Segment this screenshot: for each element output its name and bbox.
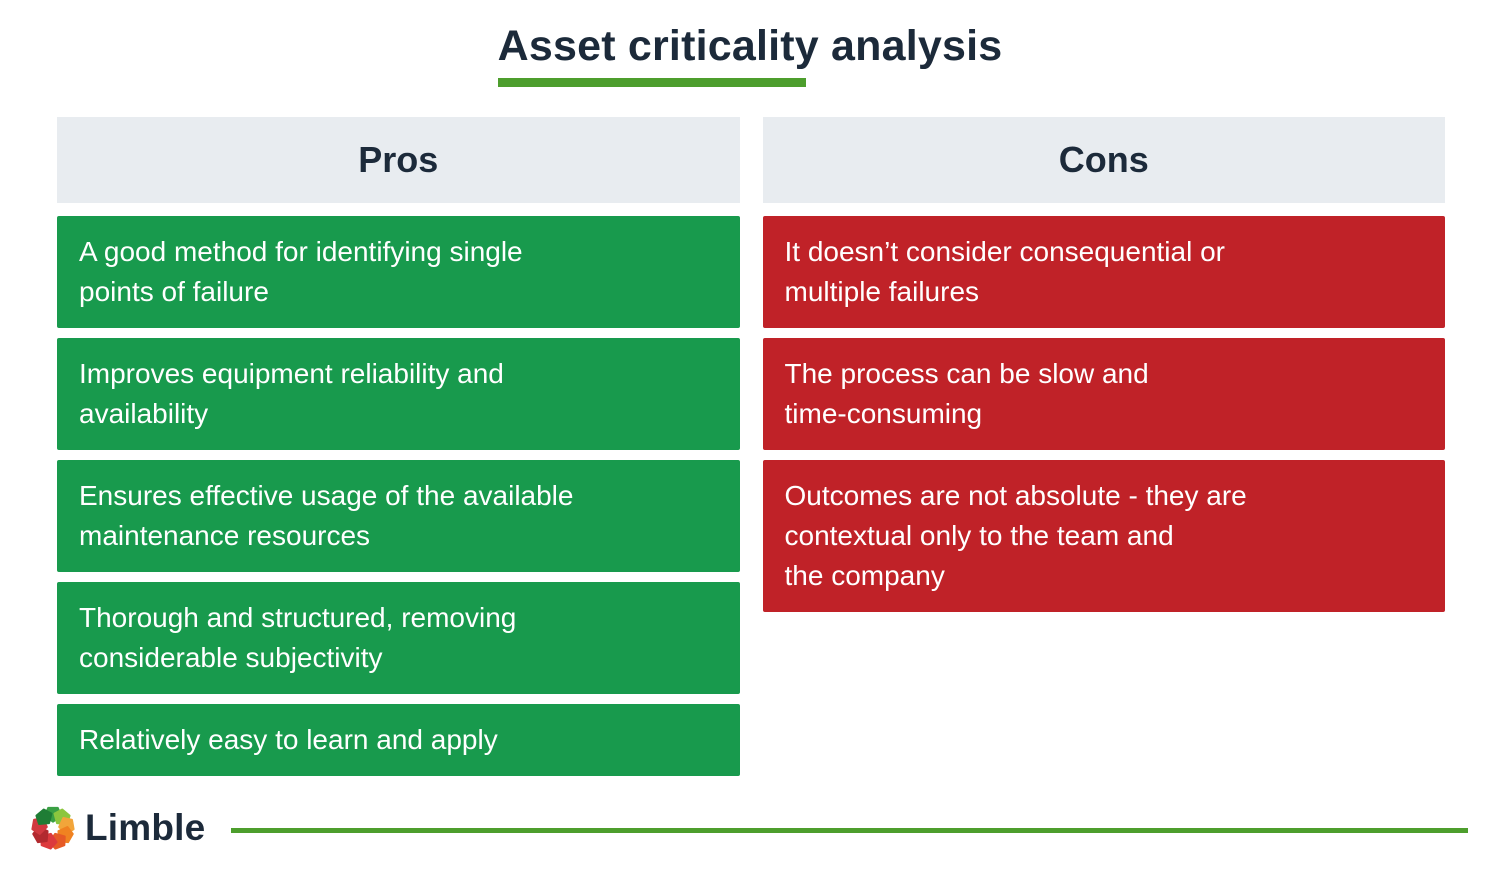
pros-item: Improves equipment reliability and avail…: [57, 338, 740, 450]
pros-column: Pros A good method for identifying singl…: [57, 117, 740, 776]
pros-header: Pros: [57, 117, 740, 203]
title-inner: Asset criticality analysis: [497, 22, 1003, 87]
pros-item: Thorough and structured, removing consid…: [57, 582, 740, 694]
pros-cons-table: Pros A good method for identifying singl…: [0, 117, 1500, 776]
footer: Limble: [0, 805, 1500, 851]
pros-item: Ensures effective usage of the available…: [57, 460, 740, 572]
pros-item: A good method for identifying single poi…: [57, 216, 740, 328]
cons-item: Outcomes are not absolute - they are con…: [762, 460, 1445, 612]
limble-gear-icon: [31, 806, 75, 850]
title-underline: [497, 78, 806, 87]
footer-divider-line: [231, 827, 1468, 833]
pros-rows: A good method for identifying single poi…: [57, 216, 740, 776]
brand-logo: Limble: [30, 805, 205, 851]
cons-column: Cons It doesn’t consider consequential o…: [762, 117, 1445, 612]
cons-item: The process can be slow and time-consumi…: [762, 338, 1445, 450]
cons-rows: It doesn’t consider consequential or mul…: [762, 216, 1445, 612]
cons-header: Cons: [762, 117, 1445, 203]
cons-item: It doesn’t consider consequential or mul…: [762, 216, 1445, 328]
brand-name: Limble: [85, 807, 206, 848]
pros-item: Relatively easy to learn and apply: [57, 704, 740, 776]
title-block: Asset criticality analysis: [0, 0, 1500, 87]
page-title: Asset criticality analysis: [497, 22, 1003, 70]
